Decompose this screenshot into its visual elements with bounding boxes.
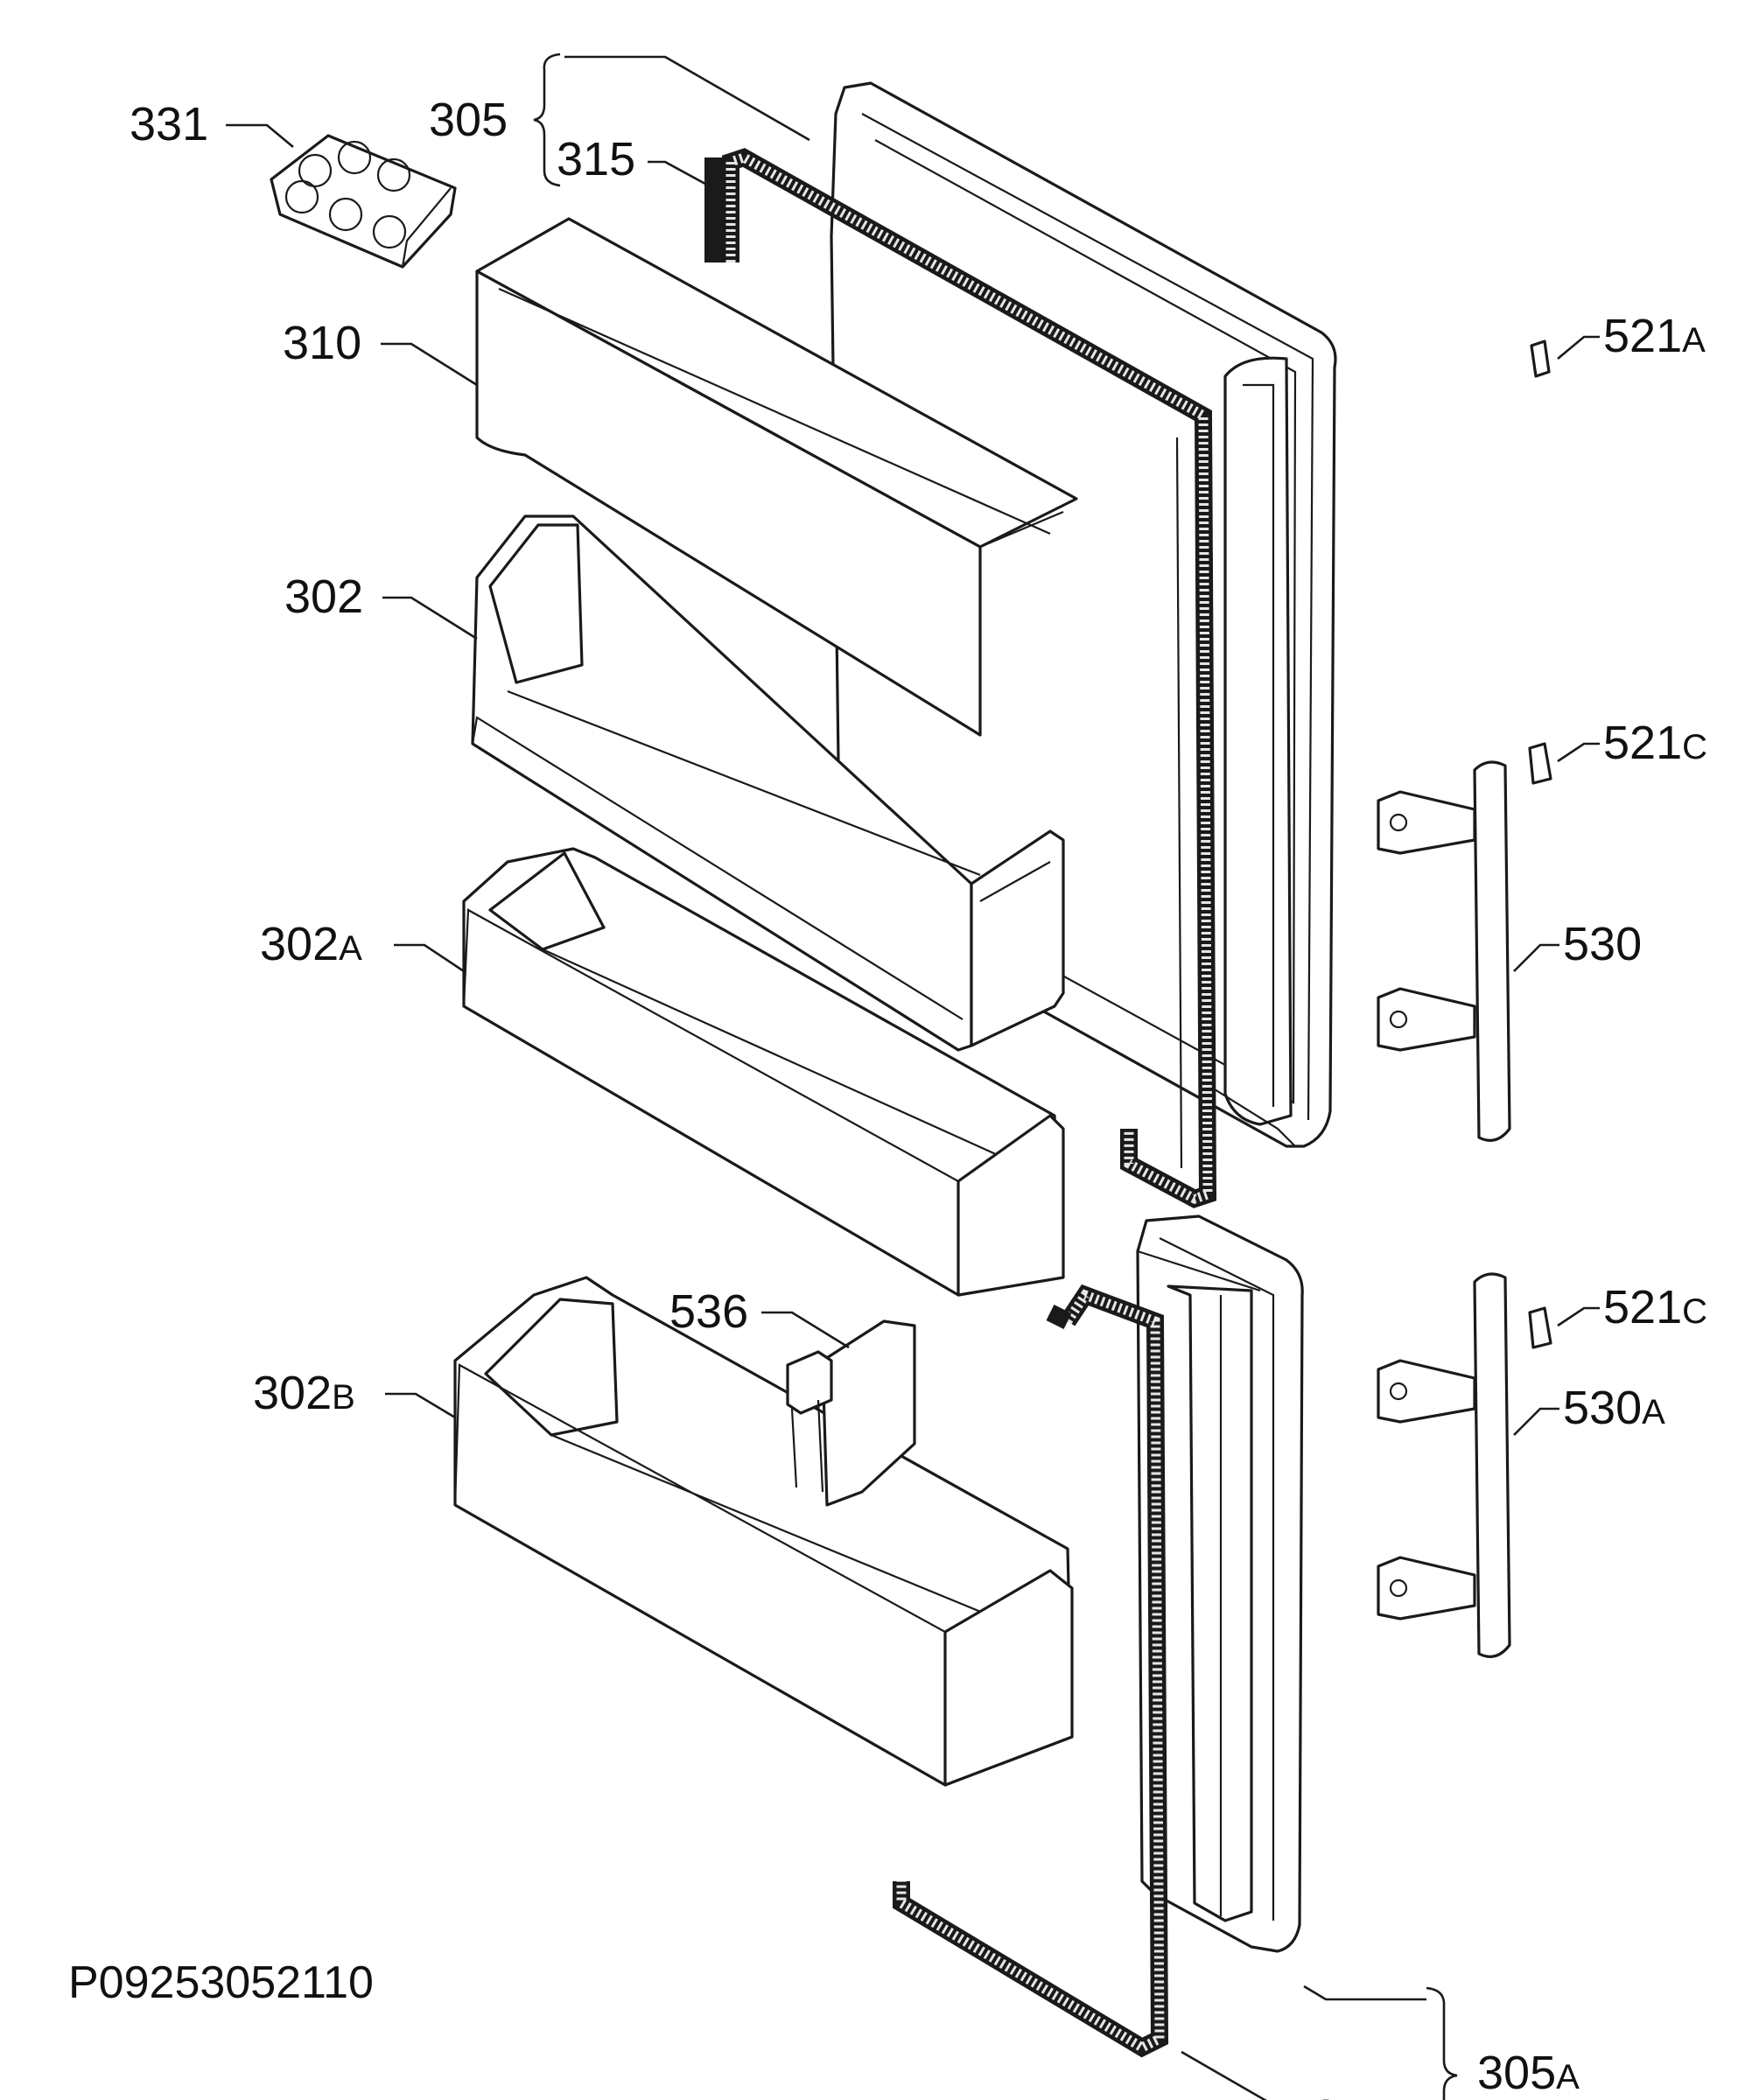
upper-door-gasket xyxy=(704,148,1217,1208)
hinge-cap-521C-upper xyxy=(1528,742,1552,785)
label-315: 315 xyxy=(557,133,635,186)
lower-door-gasket xyxy=(893,1284,1169,2058)
label-521C-lower: 521C xyxy=(1603,1281,1707,1334)
shelf-lid xyxy=(475,217,1078,737)
label-302A: 302A xyxy=(260,918,362,970)
label-302: 302 xyxy=(284,570,363,623)
door-shelf-302B xyxy=(453,1276,1074,1787)
reference-code: P09253052110 xyxy=(68,1957,374,2008)
door-shelf-302A xyxy=(462,847,1065,1297)
egg-tray xyxy=(270,134,457,269)
lower-door-panel xyxy=(1136,1214,1304,1953)
label-310: 310 xyxy=(283,317,361,369)
hinge-cap-521C-lower xyxy=(1528,1306,1552,1349)
label-521A: 521A xyxy=(1603,310,1706,362)
label-331: 331 xyxy=(130,98,208,150)
leader-lines xyxy=(226,52,1600,2100)
label-521C-upper: 521C xyxy=(1603,717,1707,769)
door-handle-530A xyxy=(1377,1272,1511,1658)
door-handle-530 xyxy=(1377,760,1511,1142)
label-315A: 315A xyxy=(1313,2090,1415,2100)
label-305: 305 xyxy=(429,94,508,146)
shelf-divider-536 xyxy=(786,1320,916,1507)
label-305A: 305A xyxy=(1477,2047,1580,2099)
label-536: 536 xyxy=(669,1285,748,1338)
label-530A: 530A xyxy=(1563,1382,1665,1434)
door-shelf-302 xyxy=(471,514,1065,1052)
label-302B: 302B xyxy=(253,1367,355,1419)
label-530: 530 xyxy=(1563,918,1642,970)
hinge-cap-521A xyxy=(1530,340,1551,378)
